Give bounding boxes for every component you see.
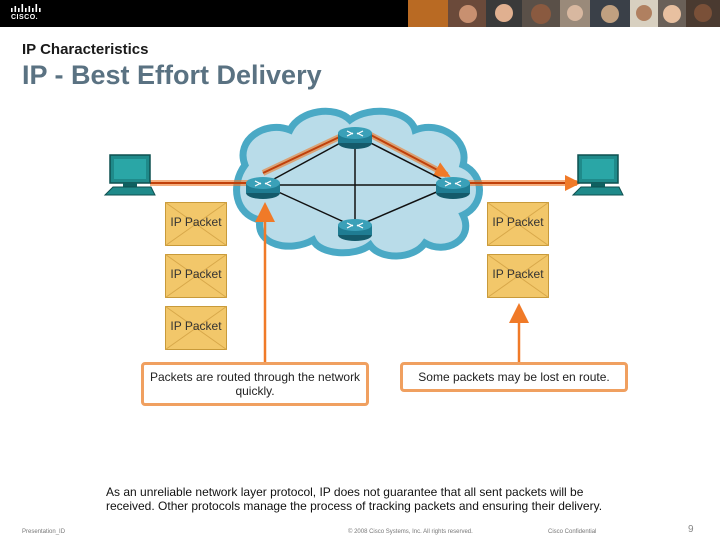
people-photo-strip: [408, 0, 720, 27]
packet-label: IP Packet: [492, 267, 544, 281]
callout-routed-quickly: Packets are routed through the network q…: [141, 362, 369, 406]
router-icon: [338, 219, 372, 241]
router-icon: [246, 177, 280, 199]
computer-icon: [571, 154, 624, 196]
slide-caption: As an unreliable network layer protocol,…: [106, 485, 603, 513]
router-icon: [338, 127, 372, 149]
computer-icon: [103, 154, 156, 196]
envelope-icon: [487, 254, 549, 298]
packet-label: IP Packet: [170, 319, 222, 333]
network-cloud: [233, 107, 483, 260]
envelope-icon: [165, 306, 227, 350]
router-icon: [436, 177, 470, 199]
footer-presentation-id: Presentation_ID: [22, 529, 66, 535]
router-links: [262, 134, 454, 228]
slide-title: IP - Best Effort Delivery: [22, 60, 322, 90]
packet-label: IP Packet: [492, 215, 544, 229]
envelope-icon: [165, 202, 227, 246]
footer-confidential: Cisco Confidential: [548, 529, 597, 535]
logo-text: CISCO.: [11, 14, 39, 21]
envelope-icon: [487, 202, 549, 246]
ip-packet: IP Packet: [487, 254, 549, 298]
envelope-icon: [165, 254, 227, 298]
ip-packet: IP Packet: [165, 254, 227, 298]
cisco-bars-icon: [11, 4, 41, 12]
ip-packet: IP Packet: [165, 202, 227, 246]
footer-copyright: © 2008 Cisco Systems, Inc. All rights re…: [348, 529, 473, 535]
slide-subtitle: IP Characteristics: [22, 41, 149, 58]
header-bar: CISCO.: [0, 0, 720, 27]
ip-packet: IP Packet: [165, 306, 227, 350]
packet-path: [150, 129, 581, 191]
ip-packet: IP Packet: [487, 202, 549, 246]
packet-label: IP Packet: [170, 215, 222, 229]
callout-arrow: [255, 202, 529, 363]
network-diagram: [103, 107, 624, 363]
page-number: 9: [688, 524, 694, 535]
packet-label: IP Packet: [170, 267, 222, 281]
callout-packets-lost: Some packets may be lost en route.: [400, 362, 628, 392]
cisco-logo: CISCO.: [10, 4, 44, 23]
